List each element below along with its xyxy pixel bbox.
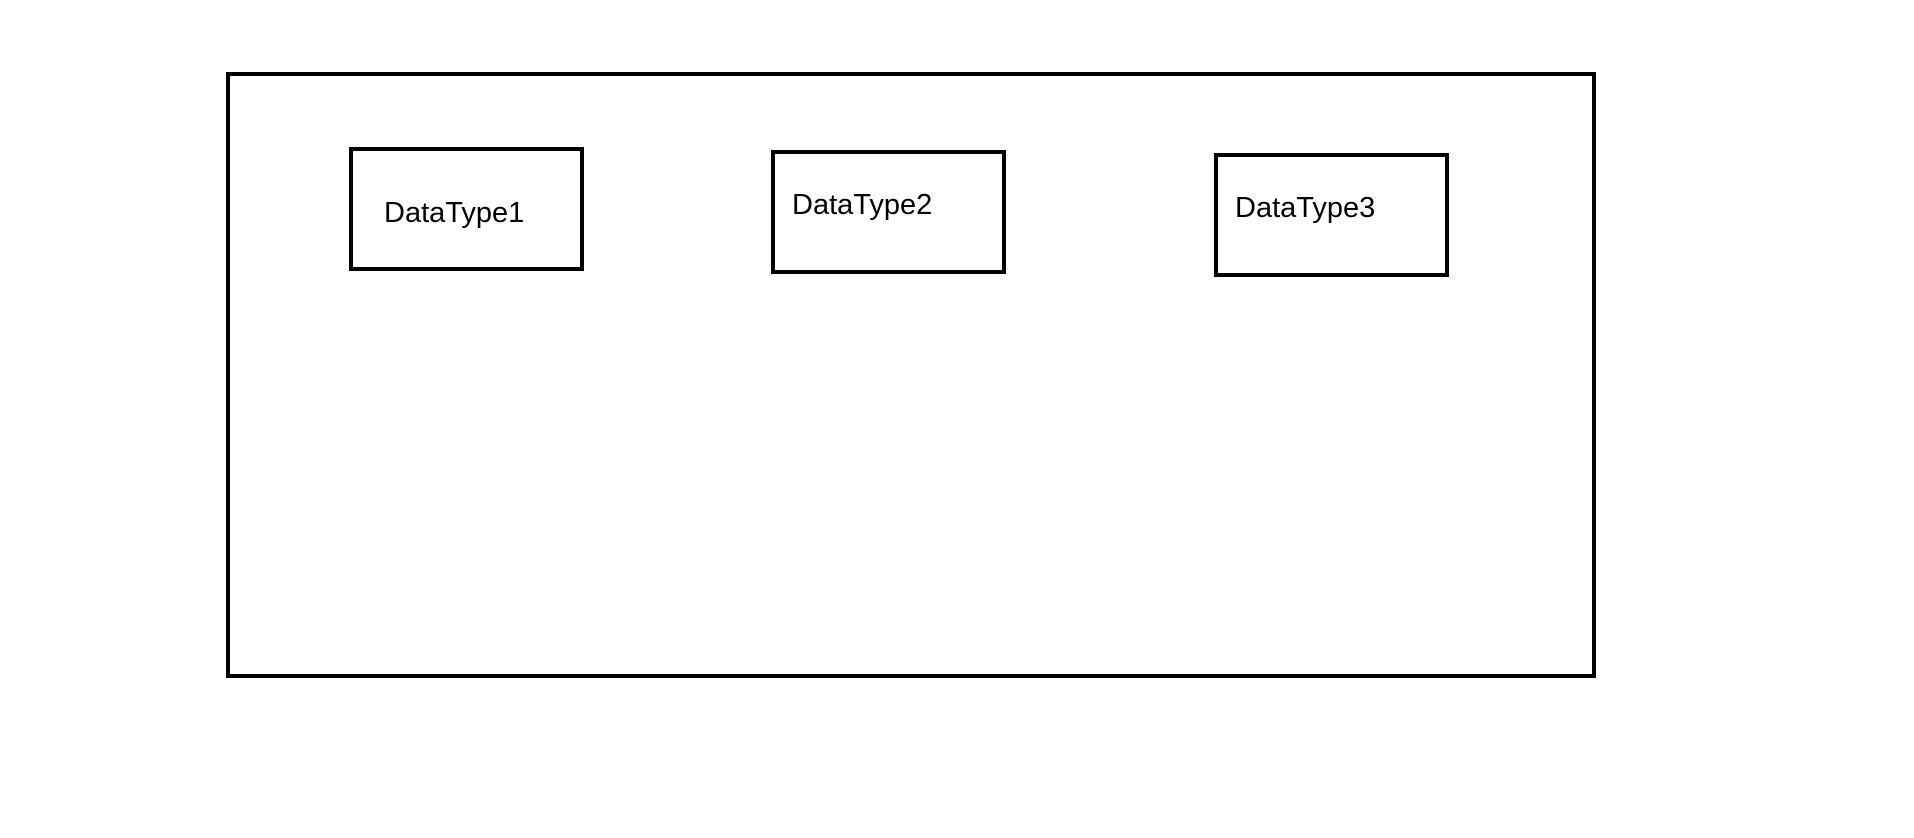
datatype1-label: DataType1	[384, 197, 525, 229]
datatype3-label: DataType3	[1235, 192, 1376, 224]
datatype3-box: DataType3	[1214, 153, 1449, 277]
datatype2-label: DataType2	[792, 189, 933, 221]
datatype1-box: DataType1	[349, 147, 584, 271]
datatype2-box: DataType2	[771, 150, 1006, 274]
